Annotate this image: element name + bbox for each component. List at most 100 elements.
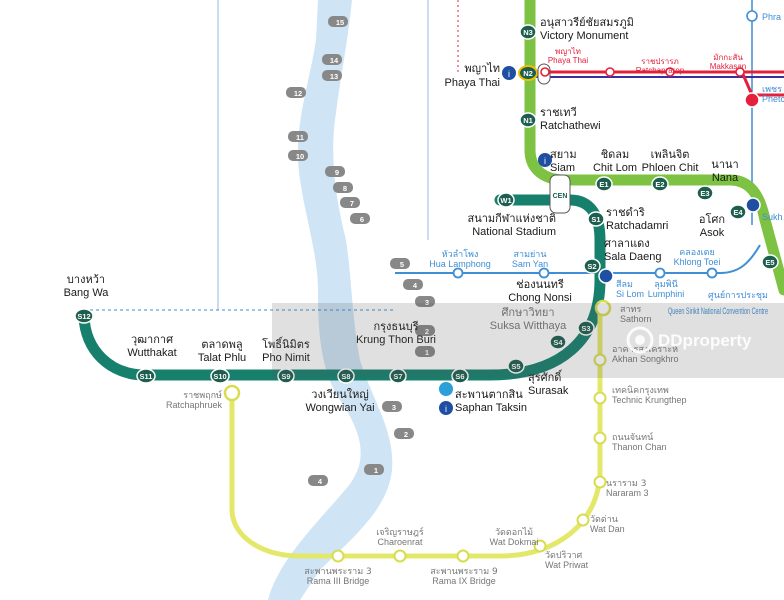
pier-marker[interactable]: 9	[325, 166, 345, 177]
pier-marker[interactable]: 4	[403, 279, 423, 290]
station-wutthakat[interactable]: S11	[136, 368, 156, 384]
info-icon-glyph: i	[445, 404, 447, 414]
station-bang_wa[interactable]: S12	[74, 308, 94, 324]
gold-line-station[interactable]	[593, 475, 607, 489]
station-surasak[interactable]: S5	[507, 358, 525, 374]
station-label-ratchadamri: ราชดำริRatchadamri	[606, 206, 668, 232]
station-name-en: Sathorn	[620, 314, 652, 324]
watermark-band	[272, 303, 784, 378]
station-code: E3	[700, 189, 709, 198]
station-code: E5	[765, 258, 774, 267]
station-sala_daeng[interactable]: S2	[583, 258, 601, 274]
station-national_stadium[interactable]: W1	[497, 192, 515, 208]
airport-link-station[interactable]	[665, 67, 675, 77]
airport-link-station[interactable]	[735, 67, 745, 77]
station-wongwian_yai[interactable]: S8	[337, 368, 355, 384]
station-name-en: Wat Dokmai	[490, 537, 539, 547]
station-phaya_thai[interactable]: N2	[518, 65, 538, 81]
station-name-th: นราราม 3	[606, 479, 646, 489]
airport-link-station[interactable]	[605, 67, 615, 77]
pier-number: 13	[330, 72, 338, 81]
station-name-th: ราชเทวี	[540, 106, 577, 119]
mrt-station[interactable]	[706, 267, 718, 279]
gold-line-station[interactable]	[456, 549, 470, 563]
pier-marker[interactable]: 8	[333, 182, 353, 193]
station-talat_phlu[interactable]: S10	[210, 368, 230, 384]
station-ratchaphruek[interactable]	[223, 384, 241, 402]
pier-number: 8	[343, 184, 347, 193]
pier-marker[interactable]: 10	[288, 150, 308, 161]
gold-line-station[interactable]	[533, 539, 547, 553]
station-name-en: Bang Wa	[64, 287, 110, 299]
pier-marker[interactable]: 14	[322, 54, 342, 65]
station-name-en: Saphan Taksin	[455, 402, 527, 414]
station-pho_nimit[interactable]: S9	[277, 368, 295, 384]
station-name-en: Suksa Witthaya	[490, 320, 567, 332]
pier-number: 14	[330, 56, 339, 65]
pier-marker[interactable]: 4	[308, 475, 328, 486]
station-chong_nonsi[interactable]: S3	[577, 320, 595, 336]
station-e5[interactable]: E5	[761, 254, 779, 270]
station-asok[interactable]: E4	[729, 204, 747, 220]
station-name-th: ตลาดพลู	[201, 338, 242, 351]
station-krung_thon_buri[interactable]: S7	[389, 368, 407, 384]
station-phloen_chit[interactable]: E2	[651, 176, 669, 192]
mrt-blue-line	[395, 244, 761, 274]
pier-marker[interactable]: 3	[382, 401, 402, 412]
station-name-th: ถนนจันทน์	[612, 431, 653, 443]
pier-number: 7	[350, 199, 354, 208]
pier-marker[interactable]: 15	[328, 16, 348, 27]
station-sathorn[interactable]	[594, 299, 612, 317]
pier-marker[interactable]: 5	[390, 258, 410, 269]
pier-marker[interactable]: 1	[364, 464, 384, 475]
pier-marker[interactable]: 6	[350, 213, 370, 224]
mrt-station[interactable]	[452, 267, 464, 279]
gold-line-station[interactable]	[331, 549, 345, 563]
station-label-ratchaphruek: ราชพฤกษ์Ratchaphruek	[166, 389, 223, 410]
station-name-th: นานา	[711, 158, 738, 171]
pier-marker[interactable]: 12	[286, 87, 306, 98]
station-name-en: Phaya Thai	[445, 77, 500, 89]
mrt-station[interactable]	[654, 267, 666, 279]
gold-line-station[interactable]	[576, 513, 590, 527]
info-icon	[502, 66, 516, 80]
station-saphan_taksin[interactable]: S6	[451, 368, 469, 384]
pier-marker[interactable]: 3	[415, 296, 435, 307]
pier-marker[interactable]: 11	[288, 131, 308, 142]
station-suksa_witthaya[interactable]: S4	[549, 334, 567, 350]
station-name-th: อโศก	[699, 212, 725, 226]
station-nana[interactable]: E3	[696, 185, 714, 201]
station-ratchathewi[interactable]: N1	[519, 112, 537, 128]
station-code: E1	[599, 180, 608, 189]
station-name-en: Charoenrat	[377, 537, 423, 547]
pier-marker[interactable]: 1	[415, 346, 435, 357]
station-ratchadamri[interactable]: S1	[587, 211, 605, 227]
pier-marker[interactable]: 2	[415, 325, 435, 336]
mrt-station[interactable]	[746, 10, 758, 22]
gold-line-station[interactable]	[593, 391, 607, 405]
station-name-en: Sukh	[762, 212, 783, 222]
mrt-station[interactable]	[538, 267, 550, 279]
gold-line-station[interactable]	[393, 549, 407, 563]
station-name-en: Thanon Chan	[612, 442, 667, 452]
info-icon	[439, 401, 453, 415]
mrt-interchange-icon	[745, 197, 761, 213]
station-victory_monument[interactable]: N3	[519, 24, 537, 40]
gold-line-station[interactable]	[593, 431, 607, 445]
station-chit_lom[interactable]: E1	[595, 176, 613, 192]
airport-link-station[interactable]	[540, 67, 550, 77]
station-name-en: Asok	[700, 227, 725, 239]
pier-marker[interactable]: 7	[340, 197, 360, 208]
pier-marker[interactable]: 2	[394, 428, 414, 439]
station-name-th: คลองเตย	[679, 248, 715, 258]
station-name-en: Khlong Toei	[674, 257, 721, 267]
pier-marker[interactable]: 13	[322, 70, 342, 81]
station-siam[interactable]: CEN	[549, 174, 571, 214]
info-icon-glyph: i	[508, 69, 510, 79]
station-name-en: Phra	[762, 12, 781, 22]
gold-line-station[interactable]	[593, 353, 607, 367]
